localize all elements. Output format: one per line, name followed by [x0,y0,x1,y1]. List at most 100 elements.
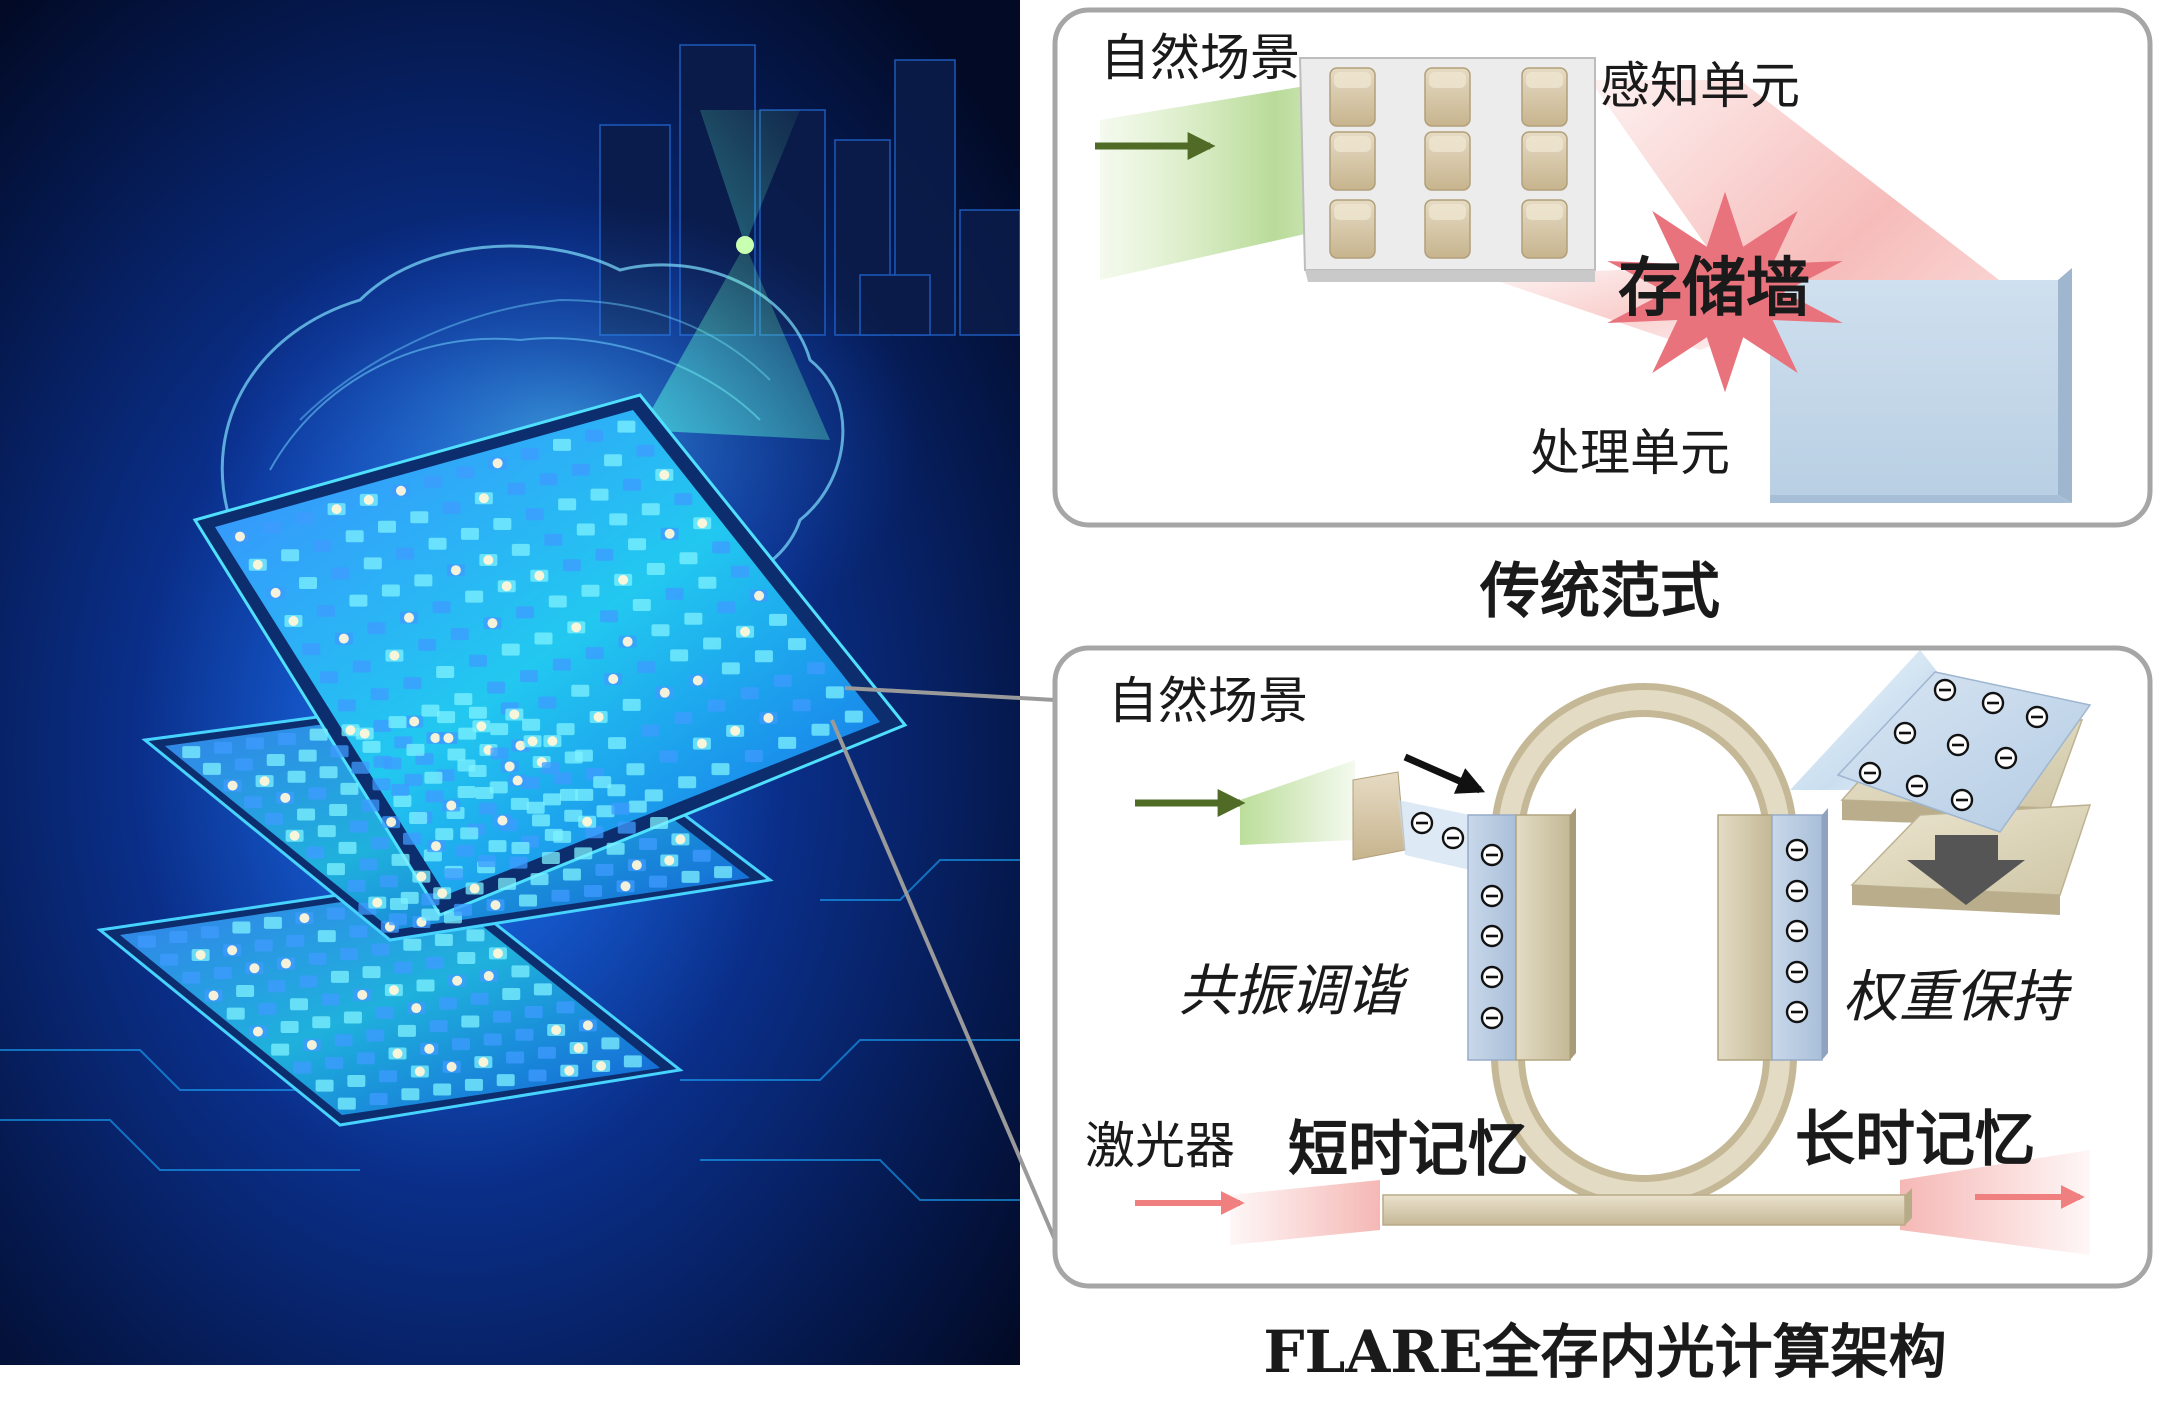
chip-light-dot [403,612,414,623]
chip-cell [349,925,368,938]
chip-cell [444,868,463,881]
chip-cell [559,788,578,801]
chip-light-dot [664,855,675,866]
sensor-pixel-array [1329,67,1568,259]
chip-cell [623,1055,642,1068]
chip-cell [825,686,844,699]
chip-cell [418,638,437,651]
chip-cell [432,601,451,614]
chip-cell [778,736,797,749]
chip-stack-illustration [0,0,1020,1365]
chip-light-dot [492,458,503,469]
chip-cell [622,478,641,491]
chip-light-dot [571,622,582,633]
electron-icon [1785,879,1809,903]
chip-cell [575,788,594,801]
chip-light-dot [331,504,342,515]
chip-cell [245,737,264,750]
electron-charges [1410,678,2049,1030]
chip-cell [396,547,415,560]
electron-icon [1858,761,1882,785]
chip-cell [539,473,558,486]
chip-cell [326,863,345,876]
chip-light-dot [288,615,299,626]
chip-light-dot [730,725,741,736]
chip-cell [787,638,806,651]
chip-cell [460,827,479,840]
chip-cell [349,594,368,607]
chip-cell [337,1097,356,1110]
sensor-pixel [1521,199,1568,259]
chip-cell [515,1028,534,1041]
chip-cell [347,879,366,892]
chip-light-dot [388,985,399,996]
chip-light-dot [551,1025,562,1036]
chip-cell [646,563,665,576]
chip-cell [553,772,572,785]
processing-unit-label: 处理单元 [1530,424,1730,482]
electron-icon [1893,721,1917,745]
chip-cell [349,820,368,833]
chip-light-dot [476,721,487,732]
flare-architecture-panel: 自然场景 共振调谐 权重保持 激光器 短时记忆 长时记忆 [1052,645,2153,1289]
electron-icon [1480,924,1504,948]
chip-cell [552,438,571,451]
chip-cell [313,539,332,552]
chip-light-dot [763,713,774,724]
electron-icon [1480,843,1504,867]
chip-cell [359,858,378,871]
chip-light-dot [234,531,245,542]
chip-cell [488,840,507,853]
chip-cell [641,503,660,516]
chip-cell [717,601,736,614]
chip-cell [236,984,255,997]
chip-cell [595,863,614,876]
chip-cell [502,988,521,1001]
chip-light-dot [252,559,263,570]
chip-cell [541,851,560,864]
chip-light-dot [416,871,427,882]
chip-cell [160,953,179,966]
chip-cell [373,755,392,768]
chip-light-dot [664,528,675,539]
chip-light-dot [620,881,631,892]
chip-light-dot [469,883,480,894]
chip-light-dot [490,900,501,911]
chip-cell [590,488,609,501]
chip-cell [379,1070,398,1083]
chip-light-dot [509,709,520,720]
chip-cell [373,719,392,732]
chip-cell [226,1007,245,1020]
chip-cell [388,913,407,926]
chip-cell [317,930,336,943]
chip-cell [520,448,539,461]
sensing-unit-label: 感知单元 [1600,57,1800,115]
chip-cell [490,747,509,760]
chip-light-dot [534,570,545,581]
chip-cell [409,811,428,824]
chip-cell [334,1034,353,1047]
chip-cell [520,670,539,683]
chip-cells [137,420,863,1110]
chip-cell [182,746,201,759]
chip-cell [404,773,423,786]
electron-icon [1946,733,1970,757]
chip-cell [506,1051,525,1064]
chip-cell [370,688,389,701]
chip-light-dot [618,574,629,585]
chip-cell [280,1020,299,1033]
chip-light-dot [622,636,633,647]
sensor-pixel [1424,131,1471,191]
chip-cell [267,980,286,993]
weight-write-arrow [1907,835,2025,905]
chip-cell [585,429,604,442]
chip-light-dot [452,975,463,986]
flare-caption: FLARE全存内光计算架构 [1263,1318,1946,1386]
chip-light-dot [392,1048,403,1059]
chip-light-dot [306,1039,317,1050]
chip-cell [478,855,497,868]
chip-cell [320,671,339,684]
chip-cell [450,627,469,640]
charge-fan [1790,650,1960,790]
chip-light-dot [483,971,494,982]
